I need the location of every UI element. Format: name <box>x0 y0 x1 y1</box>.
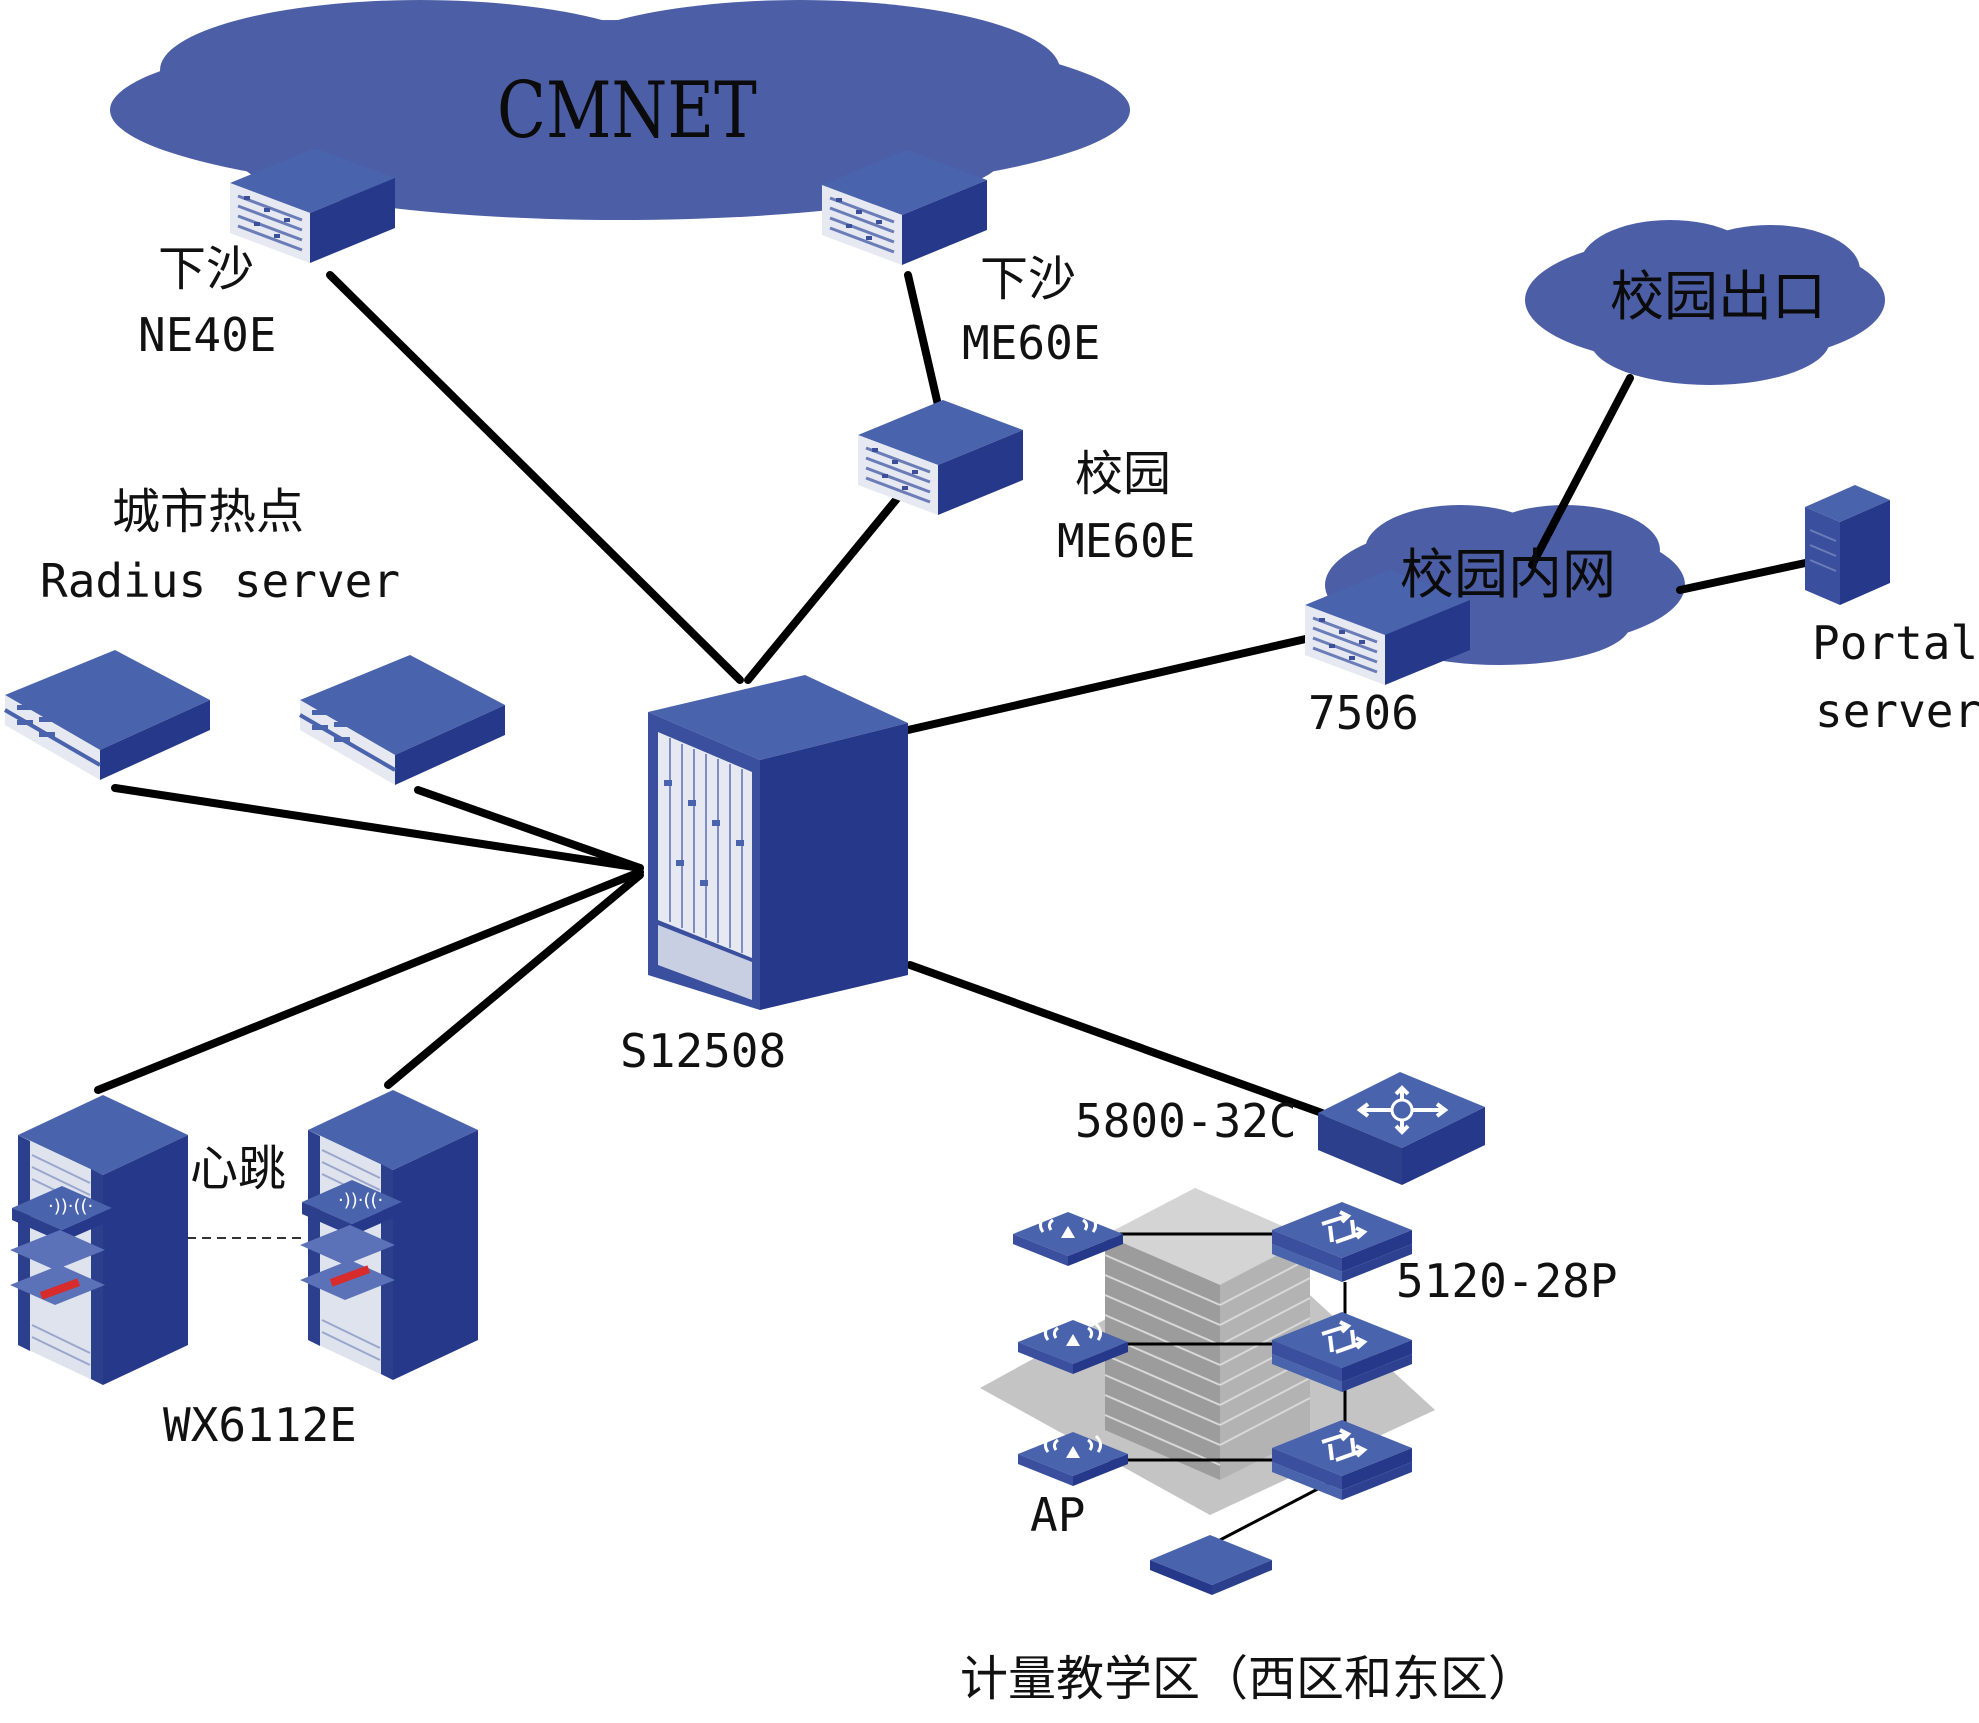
wireless-controller-icon: ·))·((· <box>10 1186 112 1305</box>
wx-controller-label: WX6112E <box>163 1398 357 1452</box>
me60e-xiasha-model-label: ME60E <box>962 316 1101 370</box>
radius-server-label: Radius server <box>40 554 401 608</box>
radius-server-icon <box>298 653 507 787</box>
cmnet-cloud <box>110 0 1130 220</box>
campus-exit-cloud-label: 校园出口 <box>1610 265 1826 328</box>
core-switch-icon <box>648 675 908 1010</box>
network-links <box>94 271 1814 1117</box>
sw5800-switch-icon <box>1318 1072 1485 1185</box>
radius-server-icon <box>3 648 212 782</box>
sw5800-label: 5800-32C <box>1075 1094 1297 1148</box>
me60e-campus-site-label: 校园 <box>1075 446 1172 502</box>
sw5120-label: 5120-28P <box>1396 1254 1618 1308</box>
sw7506-label: 7506 <box>1308 686 1419 740</box>
portal-server-icon <box>1805 485 1890 605</box>
campus-intranet-cloud-label: 校园内网 <box>1400 543 1616 606</box>
zone-caption: 计量教学区（西区和东区） <box>960 1651 1537 1707</box>
portal-server-label: server <box>1815 684 1979 738</box>
svg-text:·))·((·: ·))·((· <box>338 1190 383 1211</box>
ne40e-model-label: NE40E <box>138 308 277 362</box>
heartbeat-label: 心跳 <box>190 1141 287 1197</box>
me60e-xiasha-site-label: 下沙 <box>980 251 1077 307</box>
ap-label: AP <box>1030 1488 1086 1542</box>
me60e-campus-router-icon <box>856 398 1025 517</box>
svg-text:·))·((·: ·))·((· <box>48 1196 93 1217</box>
me60e-campus-model-label: ME60E <box>1057 514 1196 568</box>
ne40e-site-label: 下沙 <box>158 241 255 297</box>
campus-exit-cloud <box>1525 220 1885 385</box>
radius-org-label: 城市热点 <box>112 484 305 540</box>
edge-device-icon <box>1150 1535 1272 1595</box>
wireless-controller-icon: ·))·((· <box>300 1180 402 1300</box>
portal-label: Portal <box>1812 616 1979 670</box>
cmnet-cloud-label: CMNET <box>497 66 757 156</box>
core-switch-label: S12508 <box>620 1024 787 1078</box>
